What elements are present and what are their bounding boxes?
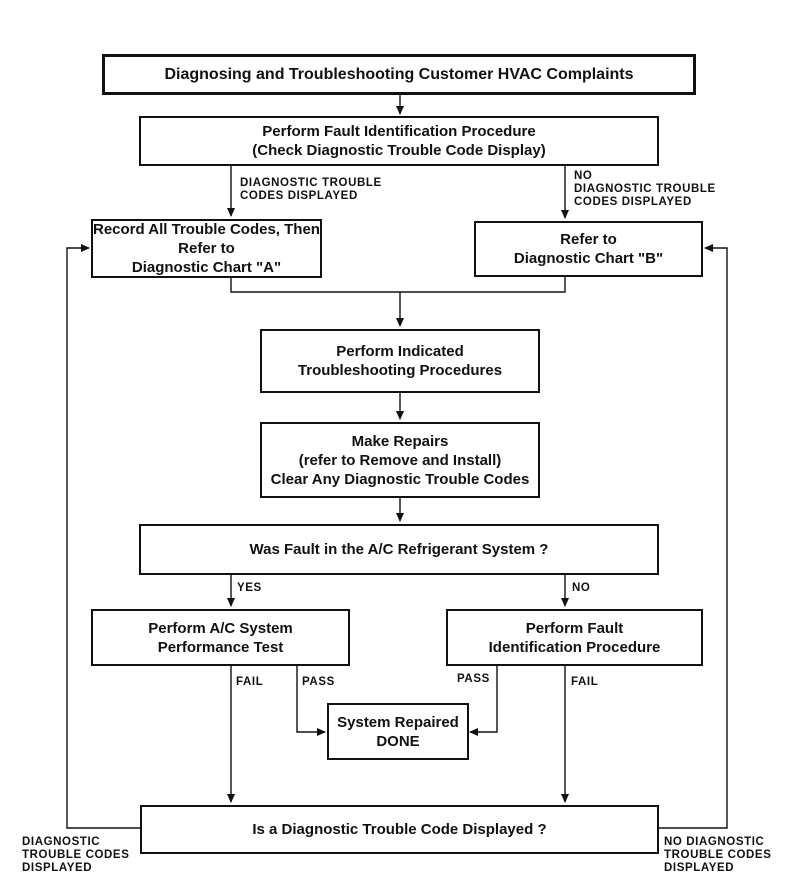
title-text: Diagnosing and Troubleshooting Customer …	[164, 66, 634, 83]
repairs-box: Make Repairs (refer to Remove and Instal…	[260, 422, 540, 498]
arrow-pass-left	[296, 665, 326, 736]
dtc-question-box: Is a Diagnostic Trouble Code Displayed ?	[140, 805, 659, 854]
refrigerant-question-box: Was Fault in the A/C Refrigerant System …	[139, 524, 659, 575]
label-dtc-displayed-top: DIAGNOSTIC TROUBLE CODES DISPLAYED	[240, 177, 382, 202]
fault-identification-2-box: Perform Fault Identification Procedure	[446, 609, 703, 666]
label-fail-left: FAIL	[236, 676, 264, 688]
arrow-loop-left	[66, 244, 140, 829]
performance-test-box: Perform A/C System Performance Test	[91, 609, 350, 666]
title-box: Diagnosing and Troubleshooting Customer …	[102, 54, 696, 95]
system-repaired-box: System Repaired DONE	[327, 703, 469, 760]
arrow-pass-right	[469, 665, 498, 736]
label-yes: YES	[237, 582, 262, 594]
label-pass-left: PASS	[302, 676, 335, 688]
fault-identification-line-1: Perform Fault Identification Procedure	[262, 123, 536, 140]
fault-identification-box: Perform Fault Identification Procedure (…	[139, 116, 659, 166]
troubleshoot-box: Perform Indicated Troubleshooting Proced…	[260, 329, 540, 393]
label-no-dtc-bottom: NO DIAGNOSTIC TROUBLE CODES DISPLAYED	[664, 836, 772, 874]
label-dtc-displayed-bottom: DIAGNOSTIC TROUBLE CODES DISPLAYED	[22, 836, 130, 874]
arrow-loop-right	[658, 244, 728, 829]
charts-merge-line	[230, 276, 566, 293]
chart-a-box: Record All Trouble Codes, Then Refer to …	[91, 219, 322, 278]
label-fail-right: FAIL	[571, 676, 599, 688]
chart-b-box: Refer to Diagnostic Chart "B"	[474, 221, 703, 277]
label-pass-right: PASS	[457, 673, 490, 685]
label-no: NO	[572, 582, 591, 594]
label-no-dtc-top: NO DIAGNOSTIC TROUBLE CODES DISPLAYED	[574, 170, 716, 208]
fault-identification-line-2: (Check Diagnostic Trouble Code Display)	[252, 142, 546, 159]
